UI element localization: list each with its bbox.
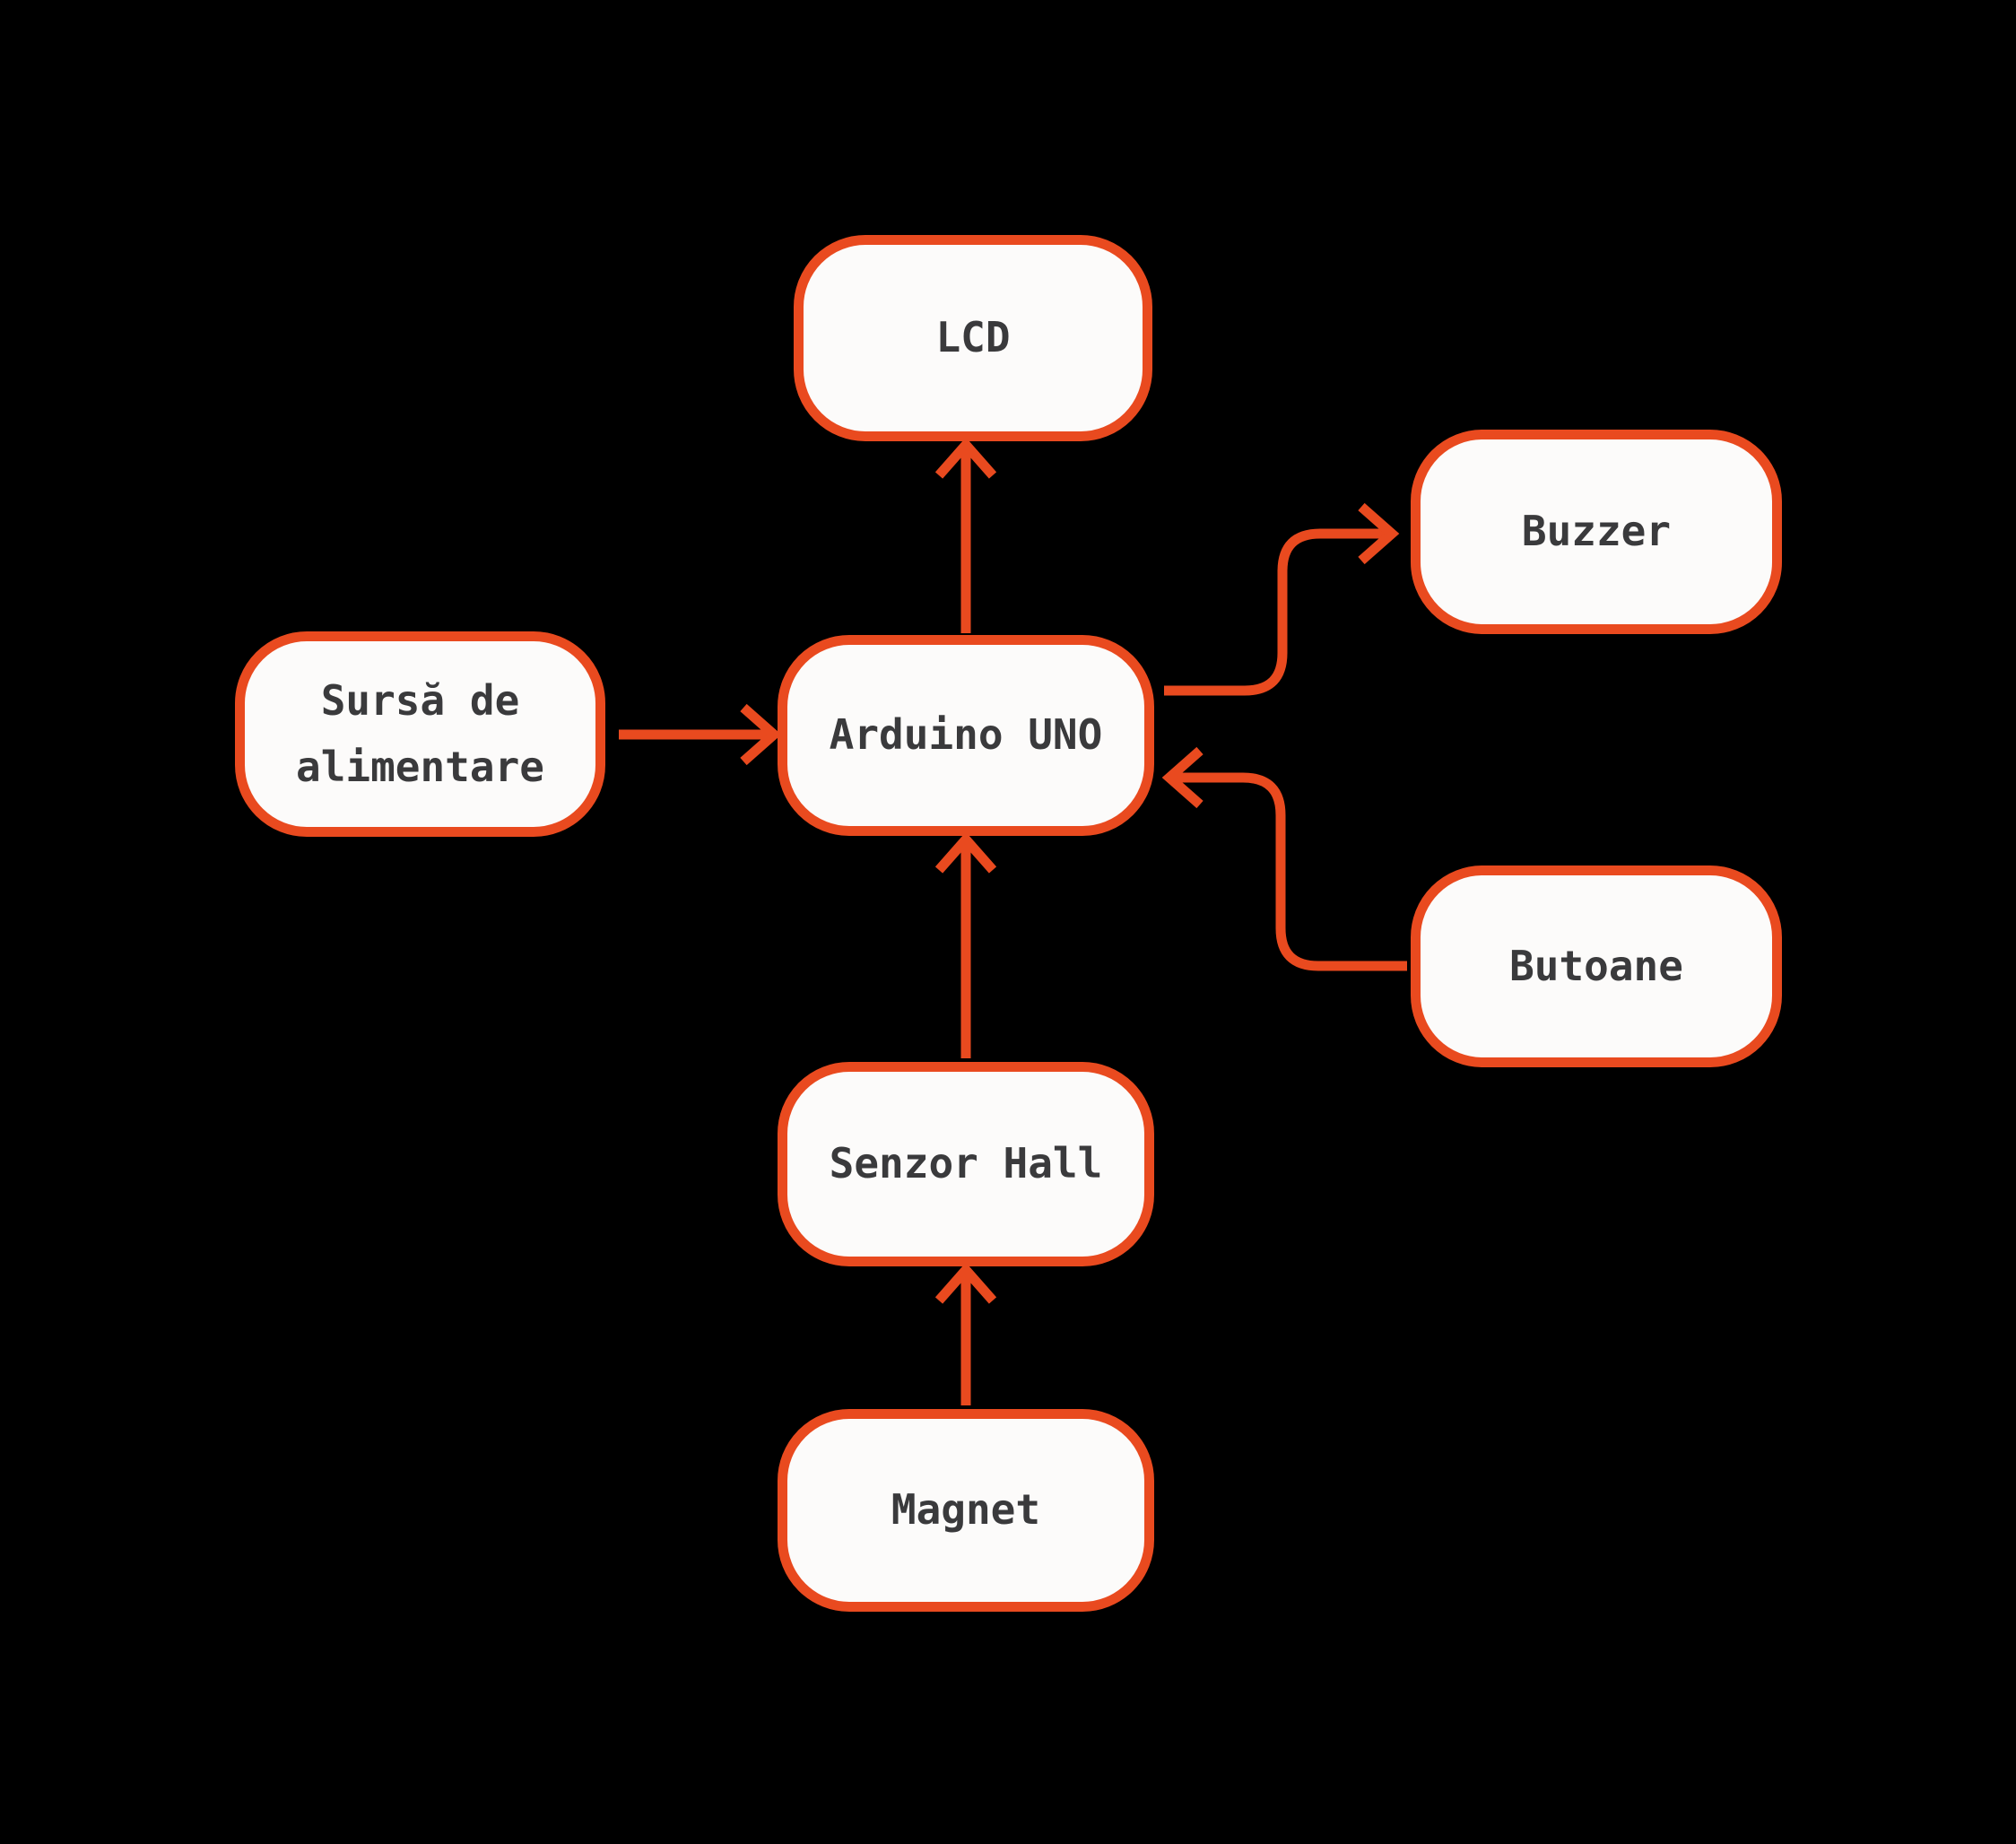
node-butoane[interactable]: Butoane [1411, 865, 1782, 1067]
edge-magnet-to-senzor-arrowhead [934, 1262, 997, 1304]
edge-arduino-to-lcd-arrowhead [934, 437, 997, 479]
node-butoane-label: Butoane [1509, 941, 1683, 990]
edge-senzor-to-arduino[interactable] [934, 831, 997, 1058]
edge-arduino-to-buzzer[interactable] [1164, 502, 1400, 696]
edge-butoane-to-arduino-shaft [1173, 772, 1407, 971]
node-buzzer-label: Buzzer [1521, 507, 1672, 556]
edge-sursa-to-arduino-arrowhead [740, 703, 782, 766]
node-magnet[interactable]: Magnet [778, 1409, 1154, 1612]
node-lcd-label: LCD [935, 313, 1011, 362]
edge-butoane-to-arduino[interactable] [1161, 746, 1407, 971]
node-buzzer[interactable]: Buzzer [1411, 430, 1782, 634]
node-magnet-label: Magnet [891, 1485, 1041, 1535]
node-sursa-de-alimentare[interactable]: Sursă de alimentare [235, 631, 605, 837]
edge-magnet-to-senzor[interactable] [934, 1262, 997, 1405]
node-sursa-de-alimentare-label: Sursă de alimentare [296, 675, 544, 791]
edge-arduino-to-buzzer-shaft [1164, 528, 1388, 696]
node-senzor-hall[interactable]: Senzor Hall [778, 1062, 1154, 1266]
edge-senzor-to-arduino-arrowhead [934, 831, 997, 874]
edge-sursa-to-arduino[interactable] [619, 703, 782, 766]
edge-arduino-to-lcd[interactable] [934, 437, 997, 633]
edge-arduino-to-buzzer-arrowhead [1358, 502, 1400, 565]
edge-butoane-to-arduino-arrowhead [1161, 746, 1204, 809]
node-lcd[interactable]: LCD [794, 235, 1152, 441]
node-arduino-uno-label: Arduino UNO [829, 710, 1103, 760]
node-arduino-uno[interactable]: Arduino UNO [778, 635, 1154, 836]
node-senzor-hall-label: Senzor Hall [829, 1139, 1103, 1188]
edge-group [619, 437, 1407, 1405]
